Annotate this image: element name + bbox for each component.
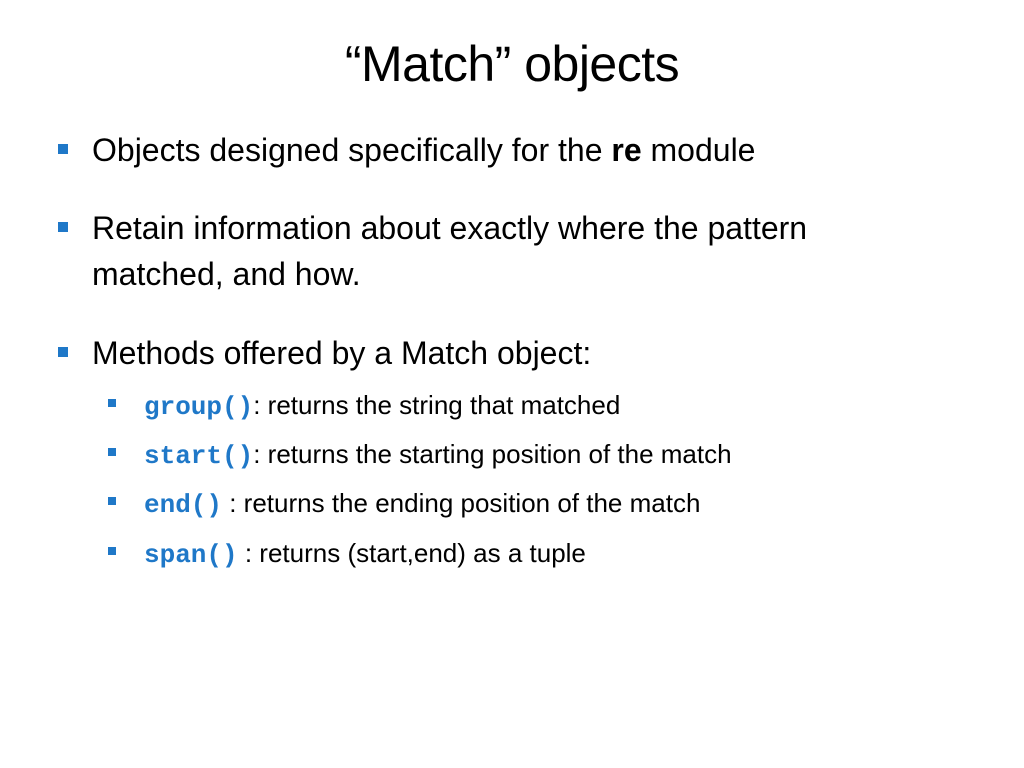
slide-title: “Match” objects xyxy=(344,36,680,92)
square-bullet-icon xyxy=(108,497,116,505)
square-bullet-icon xyxy=(108,399,116,407)
bullet-text-line: matched, and how. xyxy=(92,256,361,292)
sub-bullet-span-method: span() : returns (start,end) as a tuple xyxy=(108,535,964,573)
square-bullet-icon xyxy=(58,144,68,154)
square-bullet-icon xyxy=(108,547,116,555)
square-bullet-icon xyxy=(58,222,68,232)
bullet-text: Methods offered by a Match object: xyxy=(92,335,592,371)
bullet-retain-information: Retain information about exactly where t… xyxy=(58,205,972,297)
square-bullet-icon xyxy=(108,448,116,456)
bullet-text-line: Retain information about exactly where t… xyxy=(92,210,808,246)
bullet-text: Objects designed specifically for the xyxy=(92,132,612,168)
method-name: group() xyxy=(144,392,254,422)
method-description: : returns the ending position of the mat… xyxy=(222,488,701,518)
method-description: : returns the starting position of the m… xyxy=(253,439,732,469)
method-description: : returns (start,end) as a tuple xyxy=(237,538,586,568)
sub-bullet-group-method: group(): returns the string that matched xyxy=(108,387,964,425)
square-bullet-icon xyxy=(58,347,68,357)
bullet-bold-text: re xyxy=(611,132,642,168)
bullet-methods-offered: Methods offered by a Match object: xyxy=(58,330,972,376)
sub-bullet-end-method: end() : returns the ending position of t… xyxy=(108,485,964,523)
method-name: span() xyxy=(144,540,238,570)
bullet-re-module: Objects designed specifically for the re… xyxy=(58,127,972,173)
bullet-text: module xyxy=(641,132,756,168)
method-description: : returns the string that matched xyxy=(253,390,621,420)
method-name: end() xyxy=(144,490,223,520)
method-name: start() xyxy=(144,441,254,471)
sub-bullet-start-method: start(): returns the starting position o… xyxy=(108,436,964,474)
